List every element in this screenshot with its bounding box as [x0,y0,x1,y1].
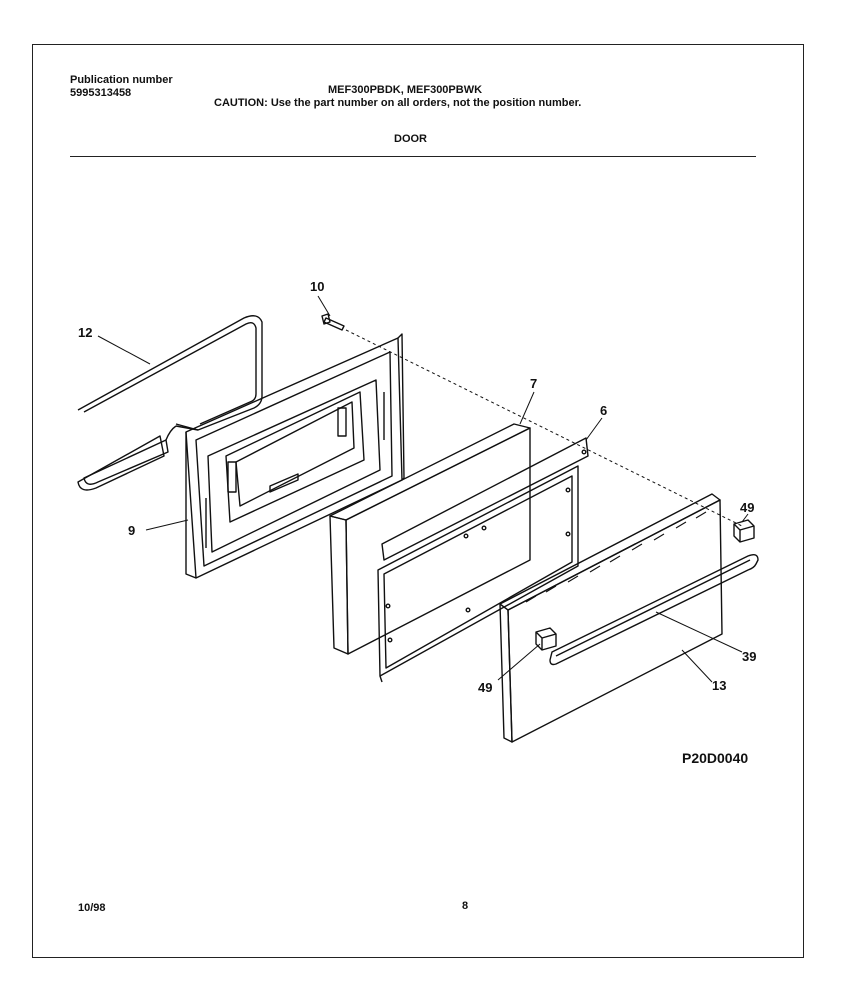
callout-10: 10 [310,279,324,294]
part-49-end-cap-top [733,519,755,543]
part-12-gasket [77,315,263,491]
callout-39: 39 [742,649,756,664]
callout-7: 7 [530,376,537,391]
leader-lines [97,295,749,683]
callout-49-top: 49 [740,500,754,515]
part-49-end-cap-bottom [535,627,557,651]
callout-12: 12 [78,325,92,340]
part-13-outer-panel [499,493,723,743]
part-7-insulation [329,423,531,655]
page-frame [32,44,804,958]
callout-49-bottom: 49 [478,680,492,695]
part-10-screw [321,313,345,331]
footer-date: 10/98 [78,902,106,914]
assembly-axis-line [345,329,743,527]
part-6-inner-panel [377,437,589,683]
caution-note: CAUTION: Use the part number on all orde… [214,97,582,109]
figure-code: P20D0040 [682,750,748,766]
callout-6: 6 [600,403,607,418]
publication-label: Publication number [70,74,173,86]
part-39-handle [549,553,759,666]
footer-page-number: 8 [462,900,469,912]
header-divider [70,156,756,157]
callout-13: 13 [712,678,726,693]
model-numbers: MEF300PBDK, MEF300PBWK [328,84,483,96]
section-title: DOOR [394,133,427,145]
publication-number: 5995313458 [70,87,132,99]
callout-9: 9 [128,523,135,538]
part-9-inner-door [185,333,405,579]
